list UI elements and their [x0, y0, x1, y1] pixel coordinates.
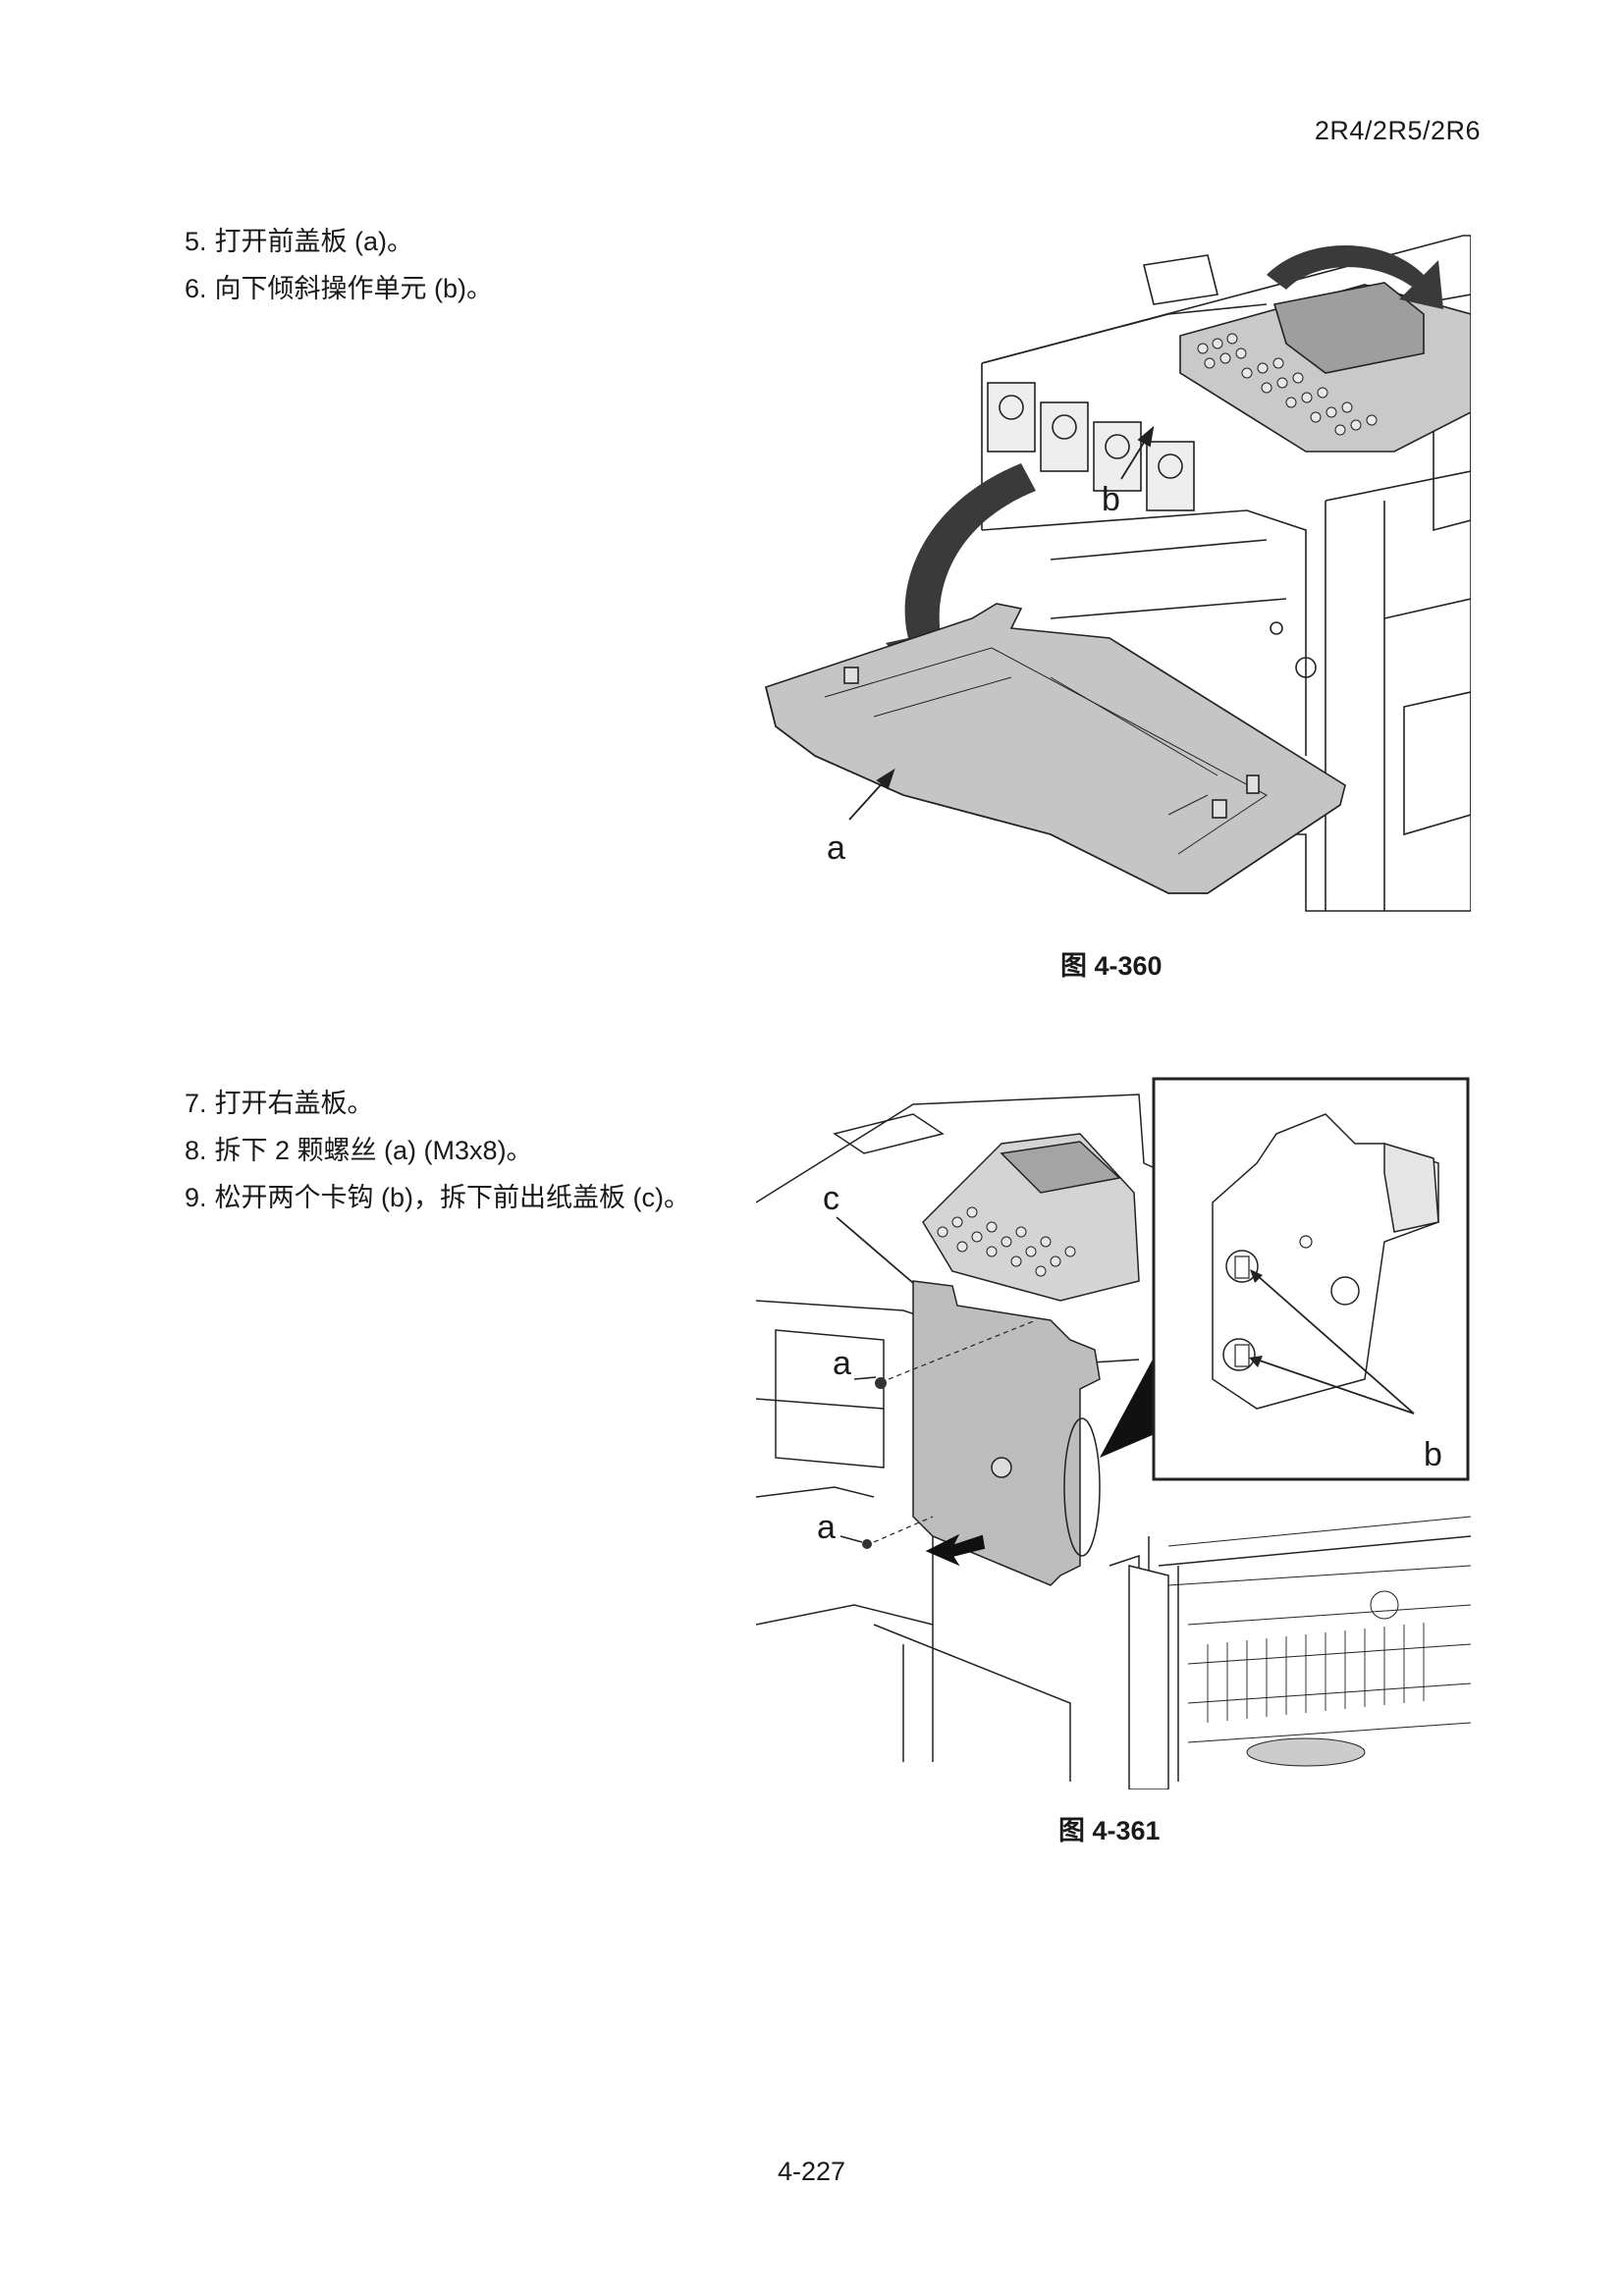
figure-front-cover: a b: [756, 206, 1471, 925]
model-code: 2R4/2R5/2R6: [1314, 116, 1481, 145]
step-list-2: 7.打开右盖板。 8.拆下 2 颗螺丝 (a) (M3x8)。 9.松开两个卡钩…: [185, 1080, 690, 1221]
step-text: 松开两个卡钩 (b)，拆下前出纸盖板 (c)。: [214, 1183, 691, 1212]
step-text: 打开右盖板。: [214, 1089, 374, 1118]
label-b: b: [1424, 1436, 1442, 1473]
operation-panel: [922, 1133, 1140, 1302]
operation-panel: [1179, 282, 1471, 453]
remove-arrow: [925, 1533, 986, 1567]
screws: [862, 1319, 1037, 1549]
top-tray: [1143, 254, 1218, 305]
figure-exit-cover: c a a b: [756, 1075, 1471, 1789]
inset-detail: [1152, 1077, 1470, 1481]
front-cover: [765, 603, 1346, 894]
label-c: c: [823, 1180, 839, 1217]
step-item: 8.拆下 2 颗螺丝 (a) (M3x8)。: [185, 1127, 690, 1174]
step-item: 7.打开右盖板。: [185, 1080, 690, 1127]
step-number: 6.: [185, 274, 207, 303]
step-text: 打开前盖板 (a)。: [214, 227, 414, 256]
step-list-1: 5.打开前盖板 (a)。 6.向下倾斜操作单元 (b)。: [185, 218, 493, 312]
step-number: 8.: [185, 1136, 207, 1165]
step-text: 向下倾斜操作单元 (b)。: [214, 274, 494, 303]
step-text: 拆下 2 颗螺丝 (a) (M3x8)。: [214, 1136, 533, 1165]
figure-caption: 图 4-361: [1058, 1816, 1161, 1845]
step-item: 9.松开两个卡钩 (b)，拆下前出纸盖板 (c)。: [185, 1174, 690, 1221]
step-number: 5.: [185, 227, 207, 256]
toner-cartridges: [987, 382, 1195, 511]
tilt-arrow: [1267, 245, 1443, 309]
step-number: 7.: [185, 1089, 207, 1118]
label-b: b: [1102, 481, 1120, 518]
step-item: 6.向下倾斜操作单元 (b)。: [185, 265, 493, 312]
front-cover-illustration: a b: [765, 235, 1471, 912]
exit-cover-illustration: c a a b: [756, 1077, 1471, 1789]
machine-body-outline: [981, 235, 1471, 912]
hook-highlight: [1063, 1417, 1101, 1557]
label-a-lower: a: [817, 1509, 836, 1546]
label-a: a: [827, 829, 845, 867]
label-a-upper: a: [833, 1345, 851, 1382]
step-item: 5.打开前盖板 (a)。: [185, 218, 493, 265]
step-number: 9.: [185, 1183, 207, 1212]
figure-caption: 图 4-360: [1060, 951, 1163, 981]
fuser-area: [1167, 1516, 1471, 1767]
page-number: 4-227: [777, 2157, 846, 2186]
